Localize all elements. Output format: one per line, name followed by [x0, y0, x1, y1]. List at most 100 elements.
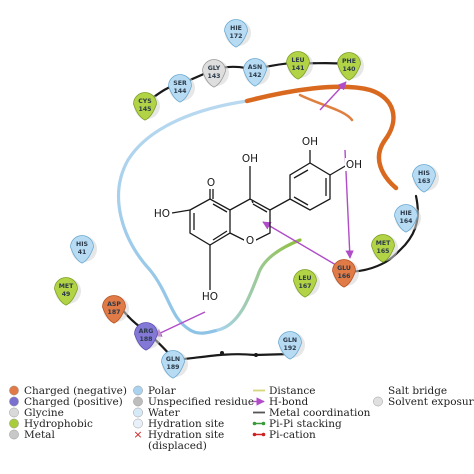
residue-number: 141 — [292, 65, 305, 72]
legend-symbol — [252, 421, 266, 426]
legend-item-metal: Metal — [9, 429, 55, 441]
legend-item-charged-negative: Charged (negative) — [9, 385, 127, 397]
legend-symbol — [373, 396, 383, 407]
pocket-green-segment — [216, 238, 302, 332]
ring-a — [189, 198, 231, 246]
residue-marker — [168, 74, 192, 103]
legend-symbol — [133, 385, 143, 396]
residue-name: ASP — [107, 301, 121, 308]
atom-ho-c5: HO — [154, 208, 170, 220]
residue-name: LEU — [291, 57, 304, 64]
residue-number: 187 — [108, 309, 121, 316]
hbond-arg188 — [153, 311, 206, 337]
legend-symbol — [9, 418, 19, 429]
residue-marker — [278, 331, 302, 360]
legend-label: Charged (positive) — [24, 396, 123, 408]
residue-name: HIE — [230, 25, 242, 32]
atom-bg — [301, 135, 319, 148]
legend-item-water: Water — [133, 407, 181, 419]
atom-bg — [345, 158, 363, 171]
residue-name: MET — [59, 283, 74, 290]
legend-label: Unspecified residue — [148, 396, 254, 408]
legend-symbol — [9, 429, 19, 440]
atom-oh-catechol: OH — [346, 159, 362, 171]
legend-label: Hydration site — [148, 429, 224, 441]
residue-number: 163 — [418, 178, 431, 185]
atom-oh-c3: OH — [242, 153, 258, 165]
atom-o-ring: O — [246, 235, 254, 247]
atom-ho-c7: HO — [202, 291, 218, 303]
residue-number: 142 — [249, 72, 262, 79]
residue-number: 192 — [284, 345, 297, 352]
legend-item-pipi: Pi-Pi stacking — [252, 418, 342, 430]
legend-label: (displaced) — [148, 440, 207, 452]
residue-name: HIS — [76, 241, 88, 248]
atom-oh-top: OH — [302, 136, 318, 148]
atom-bg — [152, 207, 172, 220]
backbone-node — [220, 351, 224, 355]
residue-name: ARG — [139, 328, 154, 335]
legend-item-hbond: H-bond — [253, 396, 309, 408]
residue-number: 164 — [400, 218, 414, 225]
legend-label: Pi-cation — [269, 429, 316, 441]
residue-name: GLN — [166, 356, 180, 363]
residue-marker — [224, 19, 248, 48]
legend-label: Hydration site — [148, 418, 224, 430]
residue-number: 172 — [230, 33, 243, 40]
legend-symbol — [9, 385, 19, 396]
atom-bg — [241, 152, 259, 165]
hbond-glu166-ring-o — [262, 221, 337, 266]
residue-name: ASN — [248, 64, 262, 71]
residue-name: LEU — [298, 275, 311, 282]
legend-symbol — [9, 407, 19, 418]
residue-name: HIE — [400, 210, 412, 217]
legend-item-hydration-site: Hydration site — [133, 418, 224, 430]
legend-item-salt-bridge: Salt bridge — [372, 385, 447, 397]
atom-bg — [205, 176, 217, 189]
residue-number: 165 — [377, 248, 390, 255]
residue-number: 143 — [208, 73, 221, 80]
atom-bg — [244, 234, 256, 247]
atom-o-carbonyl: O — [207, 177, 215, 189]
residue-marker — [134, 322, 158, 351]
residue-name: CYS — [138, 98, 151, 105]
residue-marker — [202, 59, 226, 88]
residue-number: 145 — [139, 106, 152, 113]
residue-name: GLU — [337, 265, 351, 272]
pocket-warm-inner — [298, 93, 354, 122]
residue-marker — [102, 295, 126, 324]
legend-item-metal-coord: Metal coordination — [253, 407, 371, 419]
legend-symbol — [133, 418, 143, 429]
legend-item-unspecified: Unspecified residue — [133, 396, 254, 408]
legend-label: Glycine — [24, 407, 64, 419]
residue-marker — [394, 204, 418, 233]
residue-marker — [412, 164, 436, 193]
legend-label: Metal coordination — [269, 407, 371, 419]
backbone-bottom — [172, 352, 292, 362]
legend-item-hydration-displaced: ×Hydration site — [133, 428, 224, 441]
residue-marker — [161, 350, 185, 379]
residue-number: 144 — [174, 88, 188, 95]
hbond-phe140 — [319, 81, 347, 111]
residue-name: GLN — [283, 337, 297, 344]
legend-symbol — [133, 407, 143, 418]
legend-label: Water — [148, 407, 181, 419]
legend: Charged (negative)Charged (positive)Glyc… — [9, 385, 474, 452]
legend-label: Charged (negative) — [24, 385, 127, 397]
legend-item-glycine: Glycine — [9, 407, 64, 419]
residue-nodes: HIE172GLY143LEU141PHE140SER144ASN142CYS1… — [54, 19, 439, 379]
